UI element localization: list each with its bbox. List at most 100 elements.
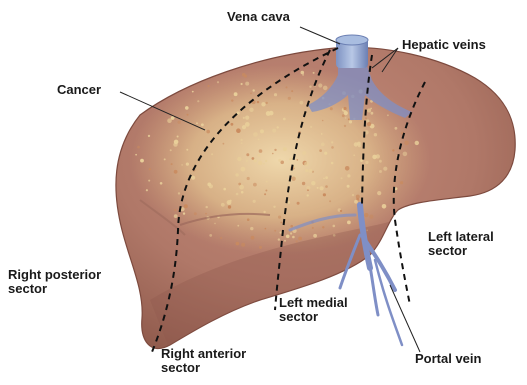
cancer-speckle bbox=[343, 107, 346, 110]
cancer-speckle bbox=[135, 154, 137, 156]
cancer-speckle bbox=[354, 200, 358, 204]
cancer-speckle bbox=[246, 153, 249, 156]
cancer-speckle bbox=[278, 238, 280, 240]
cancer-speckle bbox=[284, 240, 286, 242]
cancer-speckle bbox=[330, 107, 333, 110]
cancer-speckle bbox=[247, 218, 250, 221]
cancer-speckle bbox=[259, 149, 263, 153]
cancer-speckle bbox=[289, 158, 291, 160]
cancer-speckle bbox=[301, 71, 305, 75]
cancer-speckle bbox=[320, 186, 324, 190]
cancer-speckle bbox=[237, 157, 241, 161]
cancer-speckle bbox=[280, 222, 282, 224]
cancer-speckle bbox=[395, 127, 398, 130]
cancer-speckle bbox=[186, 149, 188, 151]
cancer-speckle bbox=[331, 141, 333, 143]
cancer-speckle bbox=[241, 83, 243, 85]
cancer-speckle bbox=[264, 193, 266, 195]
cancer-speckle bbox=[274, 230, 276, 232]
cancer-speckle bbox=[273, 81, 275, 83]
cancer-speckle bbox=[261, 102, 265, 106]
cancer-speckle bbox=[258, 154, 261, 157]
cancer-speckle bbox=[313, 72, 315, 74]
cancer-speckle bbox=[291, 177, 295, 181]
cancer-speckle bbox=[184, 204, 188, 208]
cancer-speckle bbox=[272, 153, 274, 155]
label-cancer: Cancer bbox=[57, 83, 101, 97]
cancer-speckle bbox=[181, 164, 183, 166]
cancer-speckle bbox=[345, 166, 350, 171]
cancer-speckle bbox=[185, 106, 189, 110]
cancer-speckle bbox=[280, 231, 282, 233]
cancer-speckle bbox=[383, 167, 387, 171]
cancer-speckle bbox=[379, 160, 382, 163]
leader-vena-cava bbox=[300, 27, 340, 44]
cancer-speckle bbox=[321, 143, 325, 147]
cancer-speckle bbox=[253, 132, 258, 137]
cancer-speckle bbox=[272, 129, 276, 133]
cancer-speckle bbox=[250, 92, 252, 94]
cancer-speckle bbox=[345, 117, 347, 119]
cancer-speckle bbox=[360, 159, 363, 162]
cancer-speckle bbox=[234, 92, 238, 96]
cancer-speckle bbox=[348, 118, 350, 120]
cancer-speckle bbox=[302, 182, 305, 185]
cancer-speckle bbox=[178, 192, 180, 194]
cancer-speckle bbox=[321, 133, 323, 135]
cancer-speckle bbox=[286, 235, 290, 239]
cancer-speckle bbox=[259, 246, 262, 249]
cancer-speckle bbox=[201, 123, 204, 126]
cancer-speckle bbox=[171, 116, 175, 120]
cancer-speckle bbox=[347, 221, 351, 225]
cancer-speckle bbox=[367, 109, 371, 113]
cancer-speckle bbox=[223, 188, 226, 191]
cancer-speckle bbox=[278, 159, 281, 162]
cancer-speckle bbox=[274, 149, 276, 151]
leader-portal-vein bbox=[390, 285, 420, 352]
label-left-lateral-sector: Left lateral sector bbox=[428, 230, 494, 258]
cancer-speckle bbox=[258, 161, 262, 165]
cancer-speckle bbox=[254, 159, 257, 162]
cancer-speckle bbox=[323, 86, 328, 91]
cancer-speckle bbox=[208, 85, 210, 87]
cancer-speckle bbox=[331, 162, 334, 165]
cancer-speckle bbox=[196, 122, 198, 124]
label-hepatic-veins: Hepatic veins bbox=[402, 38, 486, 52]
cancer-speckle bbox=[302, 151, 306, 155]
cancer-speckle bbox=[265, 160, 267, 162]
cancer-speckle bbox=[217, 81, 219, 83]
cancer-speckle bbox=[302, 74, 304, 76]
cancer-speckle bbox=[140, 159, 144, 163]
cancer-speckle bbox=[183, 213, 185, 215]
cancer-speckle bbox=[263, 163, 265, 165]
cancer-speckle bbox=[322, 226, 324, 228]
cancer-speckle bbox=[228, 205, 231, 208]
cancer-speckle bbox=[403, 152, 408, 157]
cancer-speckle bbox=[309, 86, 311, 88]
cancer-speckle bbox=[382, 204, 387, 209]
cancer-speckle bbox=[237, 225, 239, 227]
cancer-speckle bbox=[245, 122, 250, 127]
cancer-speckle bbox=[197, 100, 199, 102]
cancer-speckle bbox=[137, 146, 140, 149]
cancer-speckle bbox=[241, 167, 246, 172]
cancer-speckle bbox=[148, 180, 150, 182]
cancer-speckle bbox=[178, 121, 181, 124]
cancer-speckle bbox=[186, 163, 189, 166]
cancer-speckle bbox=[288, 97, 291, 100]
cancer-speckle bbox=[227, 200, 232, 205]
cancer-speckle bbox=[192, 91, 194, 93]
cancer-speckle bbox=[265, 228, 267, 230]
cancer-speckle bbox=[266, 181, 268, 183]
cancer-speckle bbox=[323, 193, 326, 196]
cancer-speckle bbox=[240, 139, 242, 141]
cancer-speckle bbox=[266, 102, 268, 104]
cancer-speckle bbox=[174, 140, 179, 145]
cancer-speckle bbox=[340, 210, 342, 212]
cancer-speckle bbox=[377, 191, 381, 195]
cancer-speckle bbox=[221, 203, 225, 207]
cancer-speckle bbox=[148, 135, 150, 137]
cancer-speckle bbox=[365, 117, 367, 119]
cancer-speckle bbox=[329, 200, 331, 202]
cancer-speckle bbox=[257, 101, 259, 103]
